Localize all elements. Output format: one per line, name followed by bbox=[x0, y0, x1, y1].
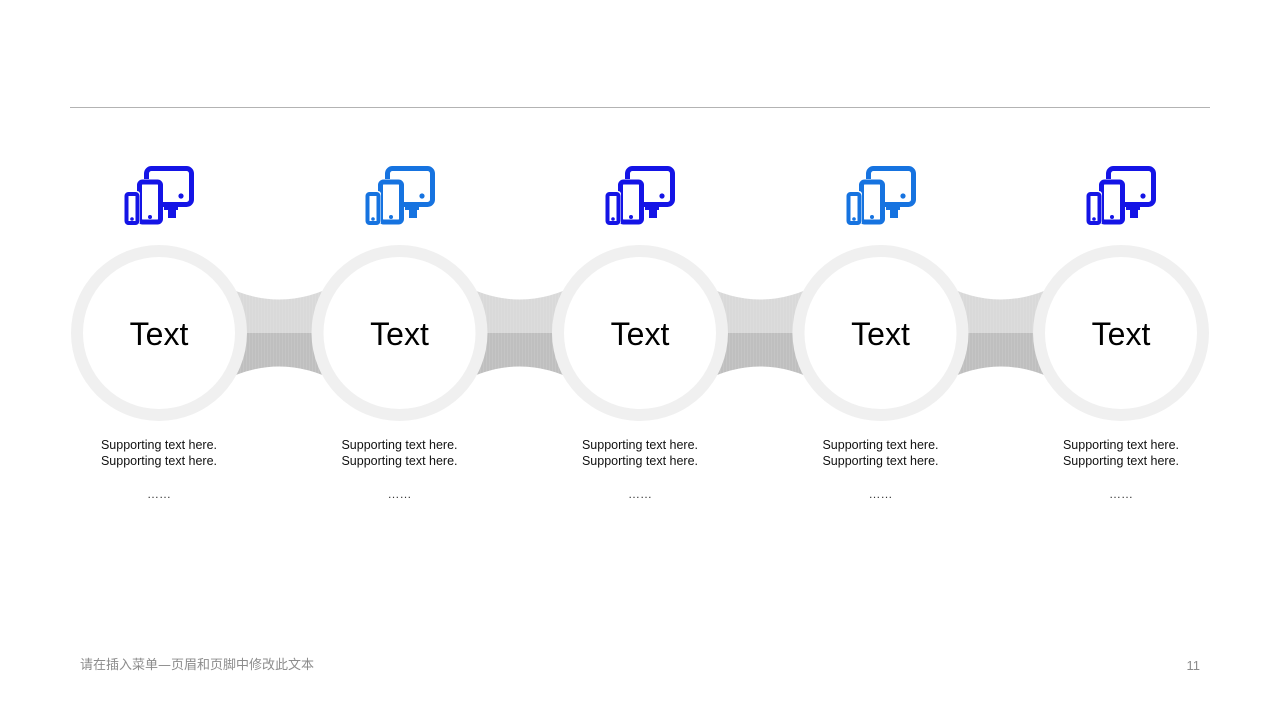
process-step: Text Supporting text here. Supporting te… bbox=[1031, 0, 1211, 720]
devices-icon bbox=[1086, 166, 1156, 225]
step-ellipsis: …… bbox=[628, 487, 652, 501]
step-ellipsis: …… bbox=[868, 487, 893, 501]
step-description: Supporting text here. Supporting text he… bbox=[69, 437, 249, 469]
step-circle bbox=[1045, 257, 1197, 409]
step-description-line: Supporting text here. bbox=[581, 454, 699, 468]
devices-icon bbox=[364, 166, 435, 225]
step-description: Supporting text here. Supporting text he… bbox=[791, 437, 971, 469]
step-description-line: Supporting text here. bbox=[100, 438, 218, 452]
devices-icon bbox=[845, 166, 916, 225]
step-circle bbox=[804, 257, 957, 409]
process-step: Text Supporting text here. Supporting te… bbox=[550, 0, 730, 720]
step-description-line: Supporting text here. bbox=[341, 454, 458, 468]
step-label: Text bbox=[851, 316, 910, 352]
step-label: Text bbox=[129, 316, 189, 352]
step-description: Supporting text here. Supporting text he… bbox=[1031, 437, 1211, 469]
step-description-line: Supporting text here. bbox=[822, 454, 939, 468]
step-description-line: Supporting text here. bbox=[1062, 454, 1180, 468]
step-description-line: Supporting text here. bbox=[822, 438, 939, 452]
process-step: Text Supporting text here. Supporting te… bbox=[310, 0, 490, 720]
step-description: Supporting text here. Supporting text he… bbox=[550, 437, 730, 469]
step-ellipsis: …… bbox=[1109, 487, 1133, 501]
step-description-line: Supporting text here. bbox=[581, 438, 699, 452]
step-ellipsis: …… bbox=[147, 487, 171, 501]
step-circle bbox=[564, 257, 716, 409]
step-label: Text bbox=[1091, 316, 1151, 352]
page-number: 11 bbox=[1186, 658, 1201, 673]
process-step: Text Supporting text here. Supporting te… bbox=[791, 0, 971, 720]
step-description: Supporting text here. Supporting text he… bbox=[310, 437, 490, 469]
step-description-line: Supporting text here. bbox=[100, 454, 218, 468]
step-circle bbox=[323, 257, 476, 409]
top-divider bbox=[70, 107, 1210, 108]
devices-icon bbox=[605, 166, 675, 225]
devices-icon bbox=[124, 166, 194, 225]
process-step: Text Supporting text here. Supporting te… bbox=[69, 0, 249, 720]
step-description-line: Supporting text here. bbox=[341, 438, 458, 452]
step-description-line: Supporting text here. bbox=[1062, 438, 1180, 452]
footer-text: 请在插入菜单—页眉和页脚中修改此文本 bbox=[80, 658, 315, 673]
step-ellipsis: …… bbox=[387, 487, 412, 501]
step-circle bbox=[83, 257, 235, 409]
step-label: Text bbox=[370, 316, 429, 352]
step-label: Text bbox=[610, 316, 670, 352]
